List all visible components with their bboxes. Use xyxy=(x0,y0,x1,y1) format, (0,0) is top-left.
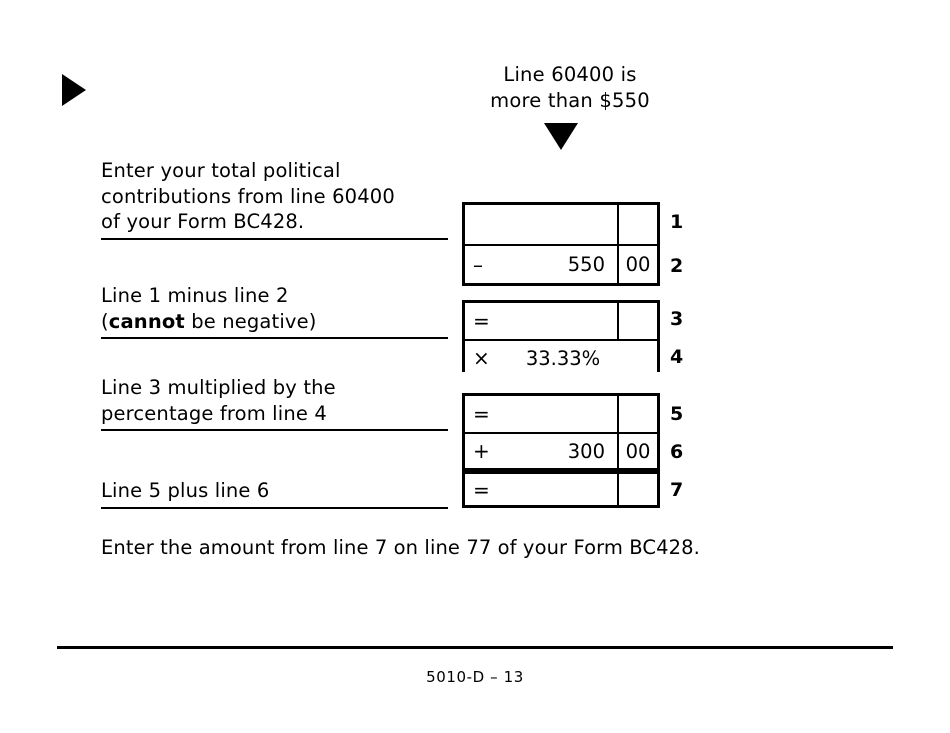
amount-field-line-2[interactable]: – 550 xyxy=(465,246,617,283)
worksheet-row[interactable]: = xyxy=(465,474,657,505)
line-number-6: 6 xyxy=(670,441,684,463)
description-text: percentage from line 4 xyxy=(101,401,327,425)
percentage-field-line-4: × 33.33% xyxy=(465,341,657,375)
description-text: Enter your total political xyxy=(101,159,341,182)
amount-box-group-d: = xyxy=(462,471,660,508)
description-text: of your Form BC428. xyxy=(101,210,305,233)
worksheet-row[interactable]: + 300 00 xyxy=(465,432,657,468)
condition-note-line-1: Line 60400 is xyxy=(503,63,637,86)
cents-field-line-6[interactable]: 00 xyxy=(617,434,657,468)
amount-field-line-1[interactable] xyxy=(465,205,617,244)
description-rule xyxy=(101,337,448,339)
amount-value: 550 xyxy=(567,253,605,276)
description-text: Line 1 minus line 2 xyxy=(101,284,289,307)
emphasis-cannot: cannot xyxy=(108,309,185,333)
worksheet-row: × 33.33% xyxy=(465,339,657,375)
amount-box-group-a: – 550 00 xyxy=(462,202,660,286)
amount-field-line-6[interactable]: + 300 xyxy=(465,434,617,468)
triangle-right-icon xyxy=(62,74,86,106)
description-line-7: Line 5 plus line 6 xyxy=(101,478,448,509)
worksheet-row[interactable] xyxy=(465,205,657,244)
operator-symbol: + xyxy=(473,439,490,463)
amount-box-group-c: = + 300 00 xyxy=(462,393,660,471)
cents-field-line-3[interactable] xyxy=(617,303,657,339)
cents-field-line-7[interactable] xyxy=(617,474,657,505)
operator-symbol: × xyxy=(473,346,490,370)
cents-field-line-2[interactable]: 00 xyxy=(617,246,657,283)
amount-field-line-5[interactable]: = xyxy=(465,396,617,432)
description-text: (cannot be negative) xyxy=(101,309,317,333)
amount-value: 300 xyxy=(567,439,605,463)
description-rule xyxy=(101,506,448,509)
line-number-7: 7 xyxy=(670,479,684,501)
description-line-5: Line 3 multiplied by the percentage from… xyxy=(101,375,448,431)
footer-divider xyxy=(57,646,893,649)
description-line-3: Line 1 minus line 2 (cannot be negative) xyxy=(101,283,448,339)
line-number-4: 4 xyxy=(670,346,684,368)
operator-symbol: = xyxy=(473,309,490,333)
condition-note-line-2: more than $550 xyxy=(490,89,650,112)
line-number-3: 3 xyxy=(670,308,684,330)
line-number-1: 1 xyxy=(670,211,684,233)
description-rule xyxy=(101,237,448,240)
description-rule xyxy=(101,429,448,431)
worksheet-row[interactable]: = xyxy=(465,396,657,432)
triangle-down-icon xyxy=(544,123,578,150)
operator-symbol: – xyxy=(473,252,483,277)
percentage-value: 33.33% xyxy=(525,346,601,370)
closing-instruction: Enter the amount from line 7 on line 77 … xyxy=(101,536,700,559)
description-text: Line 5 plus line 6 xyxy=(101,479,270,502)
cents-field-line-5[interactable] xyxy=(617,396,657,432)
line-number-2: 2 xyxy=(670,255,684,277)
amount-field-line-3[interactable]: = xyxy=(465,303,617,339)
operator-symbol: = xyxy=(473,477,490,502)
line-number-5: 5 xyxy=(670,403,684,425)
cents-field-line-1[interactable] xyxy=(617,205,657,244)
description-line-1: Enter your total political contributions… xyxy=(101,158,448,240)
operator-symbol: = xyxy=(473,402,490,426)
condition-note: Line 60400 is more than $550 xyxy=(420,62,720,114)
description-text: contributions from line 60400 xyxy=(101,184,395,208)
description-text: Line 3 multiplied by the xyxy=(101,376,336,399)
worksheet-row[interactable]: = xyxy=(465,303,657,339)
amount-box-group-b: = × 33.33% xyxy=(462,300,660,375)
worksheet-row[interactable]: – 550 00 xyxy=(465,244,657,283)
amount-field-line-7[interactable]: = xyxy=(465,474,617,505)
footer-label: 5010-D – 13 xyxy=(426,668,524,686)
